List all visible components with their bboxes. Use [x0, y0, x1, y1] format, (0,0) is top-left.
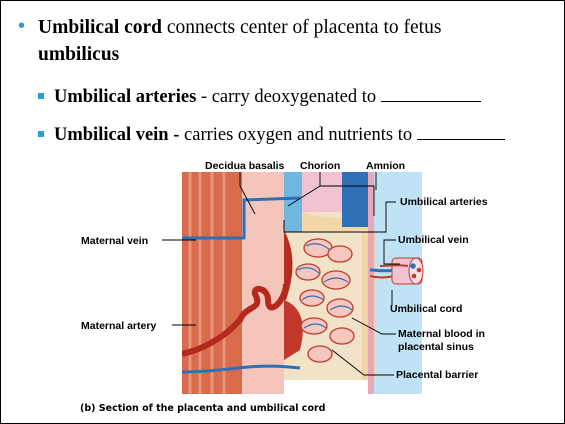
- label-umbilical-arteries: Umbilical arteries: [400, 196, 488, 208]
- label-umbilical-cord: Umbilical cord: [390, 303, 462, 315]
- label-decidua-basalis: Decidua basalis: [205, 160, 285, 172]
- figure-caption: (b) Section of the placenta and umbilica…: [80, 403, 325, 414]
- label-placental-barrier: Placental barrier: [396, 369, 478, 381]
- label-chorion: Chorion: [300, 160, 340, 172]
- label-maternal-blood-line2: placental sinus: [398, 341, 474, 353]
- label-maternal-artery: Maternal artery: [81, 320, 156, 332]
- label-maternal-vein: Maternal vein: [81, 235, 148, 247]
- label-umbilical-vein: Umbilical vein: [398, 234, 469, 246]
- label-amnion: Amnion: [366, 160, 405, 172]
- label-maternal-blood-line1: Maternal blood in: [398, 328, 485, 340]
